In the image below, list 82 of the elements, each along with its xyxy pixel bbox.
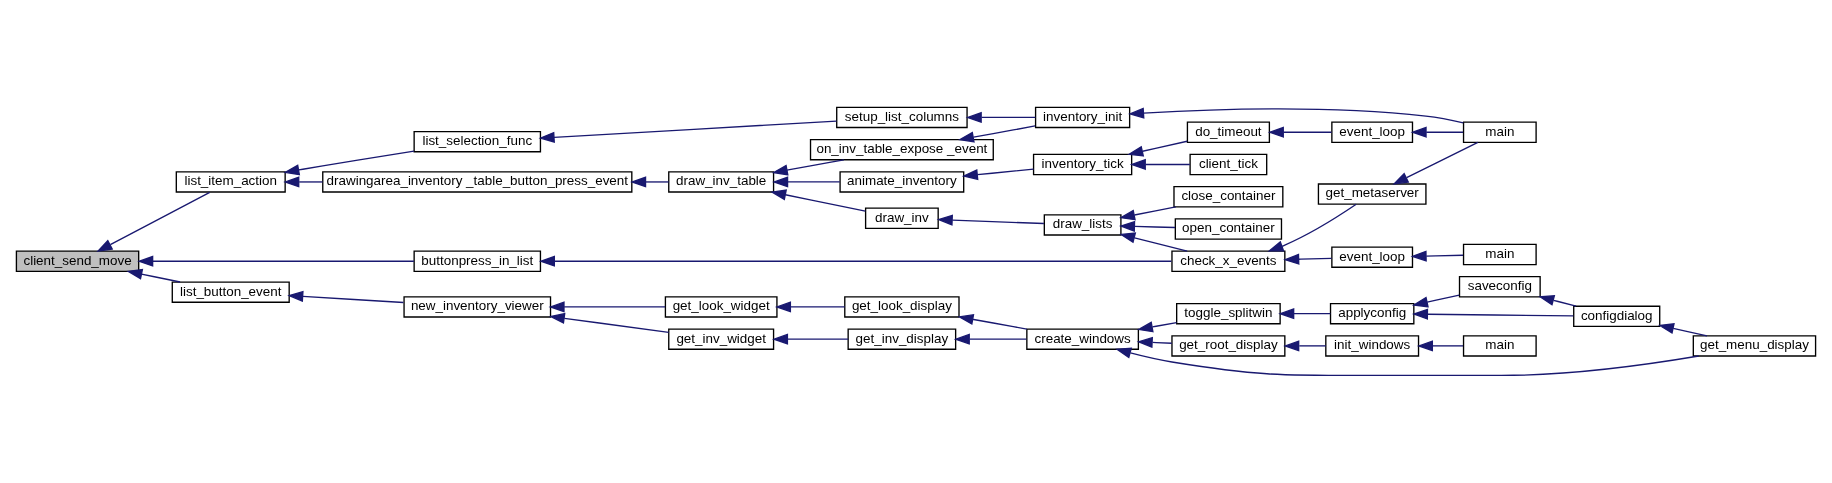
arrow (137, 255, 415, 267)
arrow (771, 333, 849, 345)
node-box: setup_list_columns (836, 106, 968, 129)
node-box: get_metaserver (1317, 183, 1427, 205)
arrow (1392, 141, 1479, 185)
node-box: configdialog (1573, 305, 1661, 328)
node-box: buttonpress_in_list (413, 250, 542, 272)
node-box: main (1462, 335, 1537, 357)
arrow (957, 125, 1036, 143)
arrow (1118, 220, 1176, 233)
node-box: client_tick (1189, 153, 1268, 176)
node-box: client_send_move (15, 250, 140, 272)
arrow (1267, 203, 1357, 252)
arrow (287, 290, 405, 304)
arrow (965, 111, 1037, 124)
node-box: list_button_event (171, 281, 290, 303)
node-box: main (1462, 121, 1537, 143)
arrow (936, 214, 1045, 226)
node-box: draw_inv (864, 207, 939, 229)
node-box: new_inventory_viewer (403, 296, 552, 318)
arrow (283, 150, 415, 176)
arrow (1416, 340, 1464, 352)
arrow (957, 313, 1028, 330)
arrow (771, 159, 845, 176)
arrow (1410, 250, 1464, 262)
arrow (548, 301, 666, 313)
node-box: inventory_init (1034, 106, 1131, 129)
arrow (1538, 294, 1577, 307)
node-box: draw_lists (1043, 214, 1122, 236)
node-box: event_loop (1331, 246, 1414, 268)
node-box: list_item_action (175, 171, 286, 193)
node-box: get_look_display (844, 296, 960, 318)
node-box: animate_inventory (839, 171, 965, 193)
node-box: get_inv_display (847, 328, 957, 350)
arrow (283, 176, 324, 188)
node-box: toggle_splitwin (1176, 302, 1281, 325)
node-box: get_look_widget (664, 296, 778, 318)
arrow (1411, 294, 1460, 308)
arrow (548, 312, 670, 333)
node-box: get_inv_widget (668, 328, 775, 350)
arrow (961, 168, 1035, 181)
arrow (1128, 107, 1464, 124)
arrow (772, 176, 841, 188)
arrow (126, 268, 181, 283)
node-box: saveconfig (1458, 276, 1541, 298)
node-box: close_container (1173, 186, 1284, 208)
arrow (96, 191, 211, 253)
node-box: applyconfig (1329, 302, 1415, 325)
arrow (538, 255, 1173, 267)
node-box: get_menu_display (1692, 335, 1817, 357)
arrow (1136, 321, 1178, 333)
node-box: do_timeout (1186, 121, 1271, 143)
node-box: inventory_tick (1032, 153, 1133, 176)
node-box: open_container (1174, 218, 1283, 240)
arrow (1410, 126, 1464, 138)
node-box: main (1462, 243, 1537, 266)
arrow (1127, 140, 1188, 157)
node-box: event_loop (1331, 121, 1414, 143)
arrow (1278, 308, 1332, 320)
node-box: draw_inv_table (668, 171, 775, 193)
arrow (1267, 126, 1333, 138)
arrow (1411, 308, 1574, 320)
node-box: init_windows (1325, 335, 1420, 357)
arrow (770, 189, 867, 212)
arrow (1119, 232, 1188, 252)
node-box: check_x_events (1171, 250, 1286, 272)
arrow (1283, 253, 1333, 265)
arrow (1115, 347, 1700, 377)
arrow (1136, 336, 1173, 349)
node-box: list_selection_func (413, 130, 542, 153)
node-box: get_root_display (1171, 335, 1286, 357)
arrow (1657, 322, 1708, 337)
arrow (630, 176, 670, 188)
node-box: drawingarea_inventory _table_button_press_event (322, 171, 633, 193)
node-box: on_inv_table_expose _event (809, 138, 994, 161)
arrow (953, 333, 1028, 345)
arrow (538, 120, 838, 143)
arrow (1118, 206, 1177, 221)
node-box: create_windows (1026, 328, 1140, 350)
arrow (1283, 340, 1327, 352)
arrow (774, 301, 846, 313)
arrow (1129, 158, 1191, 171)
